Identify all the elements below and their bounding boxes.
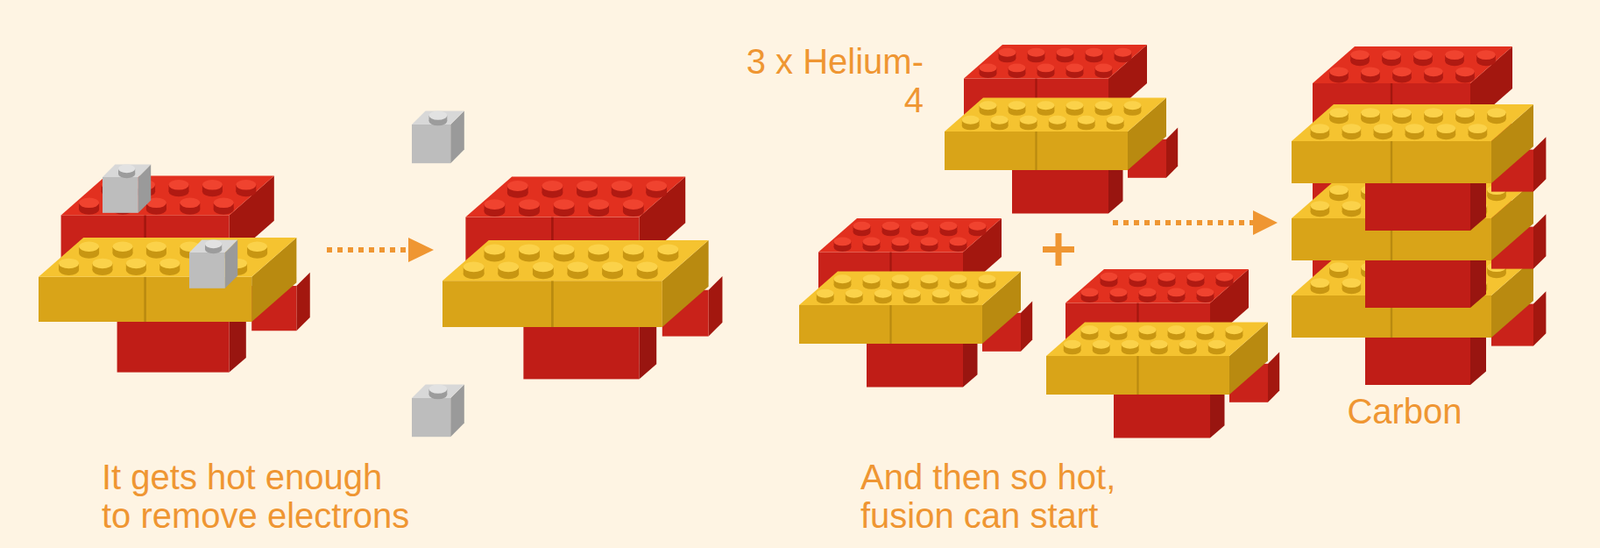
plus-sign xyxy=(1042,233,1075,266)
helium-atom xyxy=(38,176,311,373)
arrow-head xyxy=(1253,210,1278,235)
step-caption: And then so hot, fusion can start xyxy=(860,457,1159,535)
carbon-label: Carbon xyxy=(1299,391,1510,431)
helium-nucleus xyxy=(799,218,1033,388)
helium-label: 3 x Helium-4 xyxy=(739,42,924,120)
electron-brick xyxy=(411,383,465,437)
dotted-arrow xyxy=(1112,219,1254,226)
helium-nucleus xyxy=(442,176,723,379)
electron-brick xyxy=(189,240,238,289)
step-caption: It gets hot enough to remove electrons xyxy=(101,457,416,535)
carbon-layer xyxy=(1291,46,1546,231)
helium-nucleus xyxy=(944,44,1178,214)
arrow-head xyxy=(408,237,434,262)
electron-brick xyxy=(102,164,151,213)
helium-nucleus xyxy=(1046,269,1280,439)
electron-brick xyxy=(411,110,465,163)
dotted-arrow xyxy=(326,247,409,253)
